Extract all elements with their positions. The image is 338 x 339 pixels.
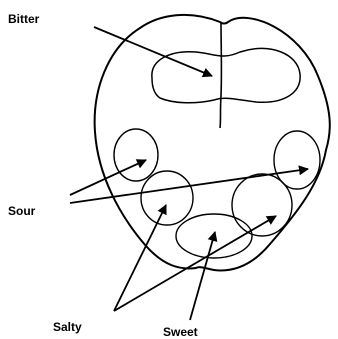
sour-arrow-left xyxy=(70,160,146,195)
tongue-median-groove xyxy=(220,22,221,128)
sweet-label: Sweet xyxy=(163,326,198,338)
bitter-zone xyxy=(152,48,300,102)
tongue-outline xyxy=(95,15,330,271)
sour-label: Sour xyxy=(8,205,35,217)
sour-arrow-right xyxy=(70,169,308,203)
salty-zone-right xyxy=(232,174,292,236)
bitter-label: Bitter xyxy=(8,13,39,25)
salty-zone-left xyxy=(141,171,193,225)
salty-label: Salty xyxy=(53,321,82,333)
sour-zone-left xyxy=(114,129,158,181)
sweet-arrow xyxy=(190,232,215,320)
